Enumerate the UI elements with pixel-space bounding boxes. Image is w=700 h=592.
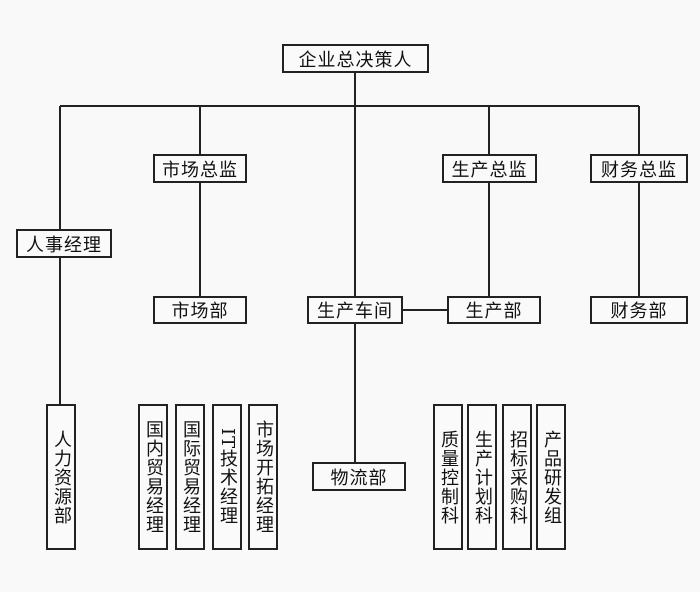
it-manager-box: IT技术经理: [212, 404, 242, 550]
international-trade-manager-box: 国际贸易经理: [175, 404, 205, 550]
finance-director-box: 财务总监: [590, 154, 688, 183]
logistics-dept-box: 物流部: [312, 462, 406, 491]
production-director-box: 生产总监: [442, 154, 537, 183]
production-dept-box: 生产部: [447, 296, 541, 324]
production-planning-box: 生产计划科: [467, 404, 497, 550]
procurement-box: 招标采购科: [502, 404, 532, 550]
marketing-director-box: 市场总监: [153, 154, 247, 183]
marketing-dept-box: 市场部: [153, 296, 247, 324]
domestic-trade-manager-box: 国内贸易经理: [138, 404, 168, 550]
rd-group-box: 产品研发组: [536, 404, 566, 550]
hr-dept-box: 人力资源部: [46, 404, 76, 550]
hr-manager-box: 人事经理: [16, 229, 112, 258]
quality-control-box: 质量控制科: [433, 404, 463, 550]
production-workshop-box: 生产车间: [307, 296, 403, 324]
finance-dept-box: 财务部: [590, 296, 688, 324]
ceo-box: 企业总决策人: [282, 44, 429, 73]
market-development-manager-box: 市场开拓经理: [248, 404, 278, 550]
